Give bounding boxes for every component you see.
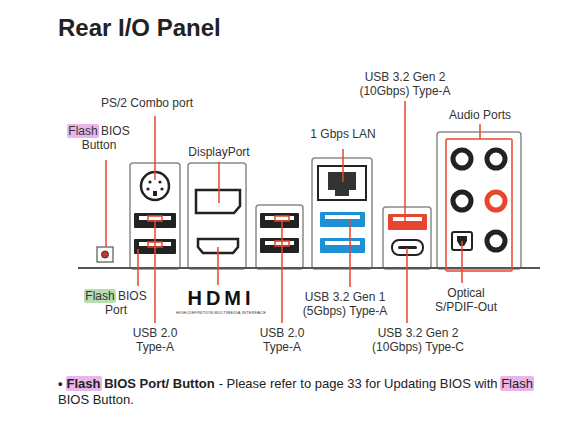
port-label: USB 3.2 Gen 1 (5Gbps) Type-A [285, 290, 405, 318]
displayport [196, 190, 240, 213]
port-label: 1 Gbps LAN [293, 127, 393, 141]
hdmi-logo-subtitle: HIGH-DEFINITION MULTIMEDIA INTERFACE [166, 310, 276, 315]
hdmi-logo: HDMI [166, 287, 276, 309]
lan-usb-block [312, 158, 372, 269]
port-label: DisplayPort [169, 145, 269, 159]
usb3-gen2-typea-port [388, 214, 427, 230]
audio-block [437, 132, 521, 269]
port-label: Audio Ports [430, 108, 530, 122]
port-label: USB 2.0 Type-A [125, 326, 185, 354]
page-title: Rear I/O Panel [58, 14, 221, 42]
usb2-port [260, 213, 299, 228]
video-block [188, 163, 246, 269]
port-label: Flash BIOS Port [81, 289, 151, 317]
note-heading: Flash BIOS Port/ Button [67, 376, 215, 391]
leader-lines [106, 101, 512, 323]
lan-port [318, 166, 366, 200]
port-label: USB 2.0 Type-A [252, 326, 312, 354]
panel-baseline [78, 267, 540, 269]
port-label: USB 3.2 Gen 2 (10Gbps) Type-C [358, 326, 478, 354]
port-label: Flash BIOS Button [64, 124, 134, 152]
note-paragraph: •Flash BIOS Port/ Button- Please refer t… [58, 376, 548, 408]
flash-bios-button [97, 247, 113, 262]
port-label: Optical S/PDIF-Out [429, 286, 503, 314]
usb2-port [260, 238, 299, 253]
port-label: PS/2 Combo port [87, 96, 207, 110]
port-label: USB 3.2 Gen 2 (10Gbps) Type-A [345, 70, 465, 98]
bullet: • [58, 376, 63, 391]
audio-jacks [452, 150, 505, 250]
usb3-gen1-port [320, 212, 365, 253]
usb2-block [256, 205, 303, 269]
